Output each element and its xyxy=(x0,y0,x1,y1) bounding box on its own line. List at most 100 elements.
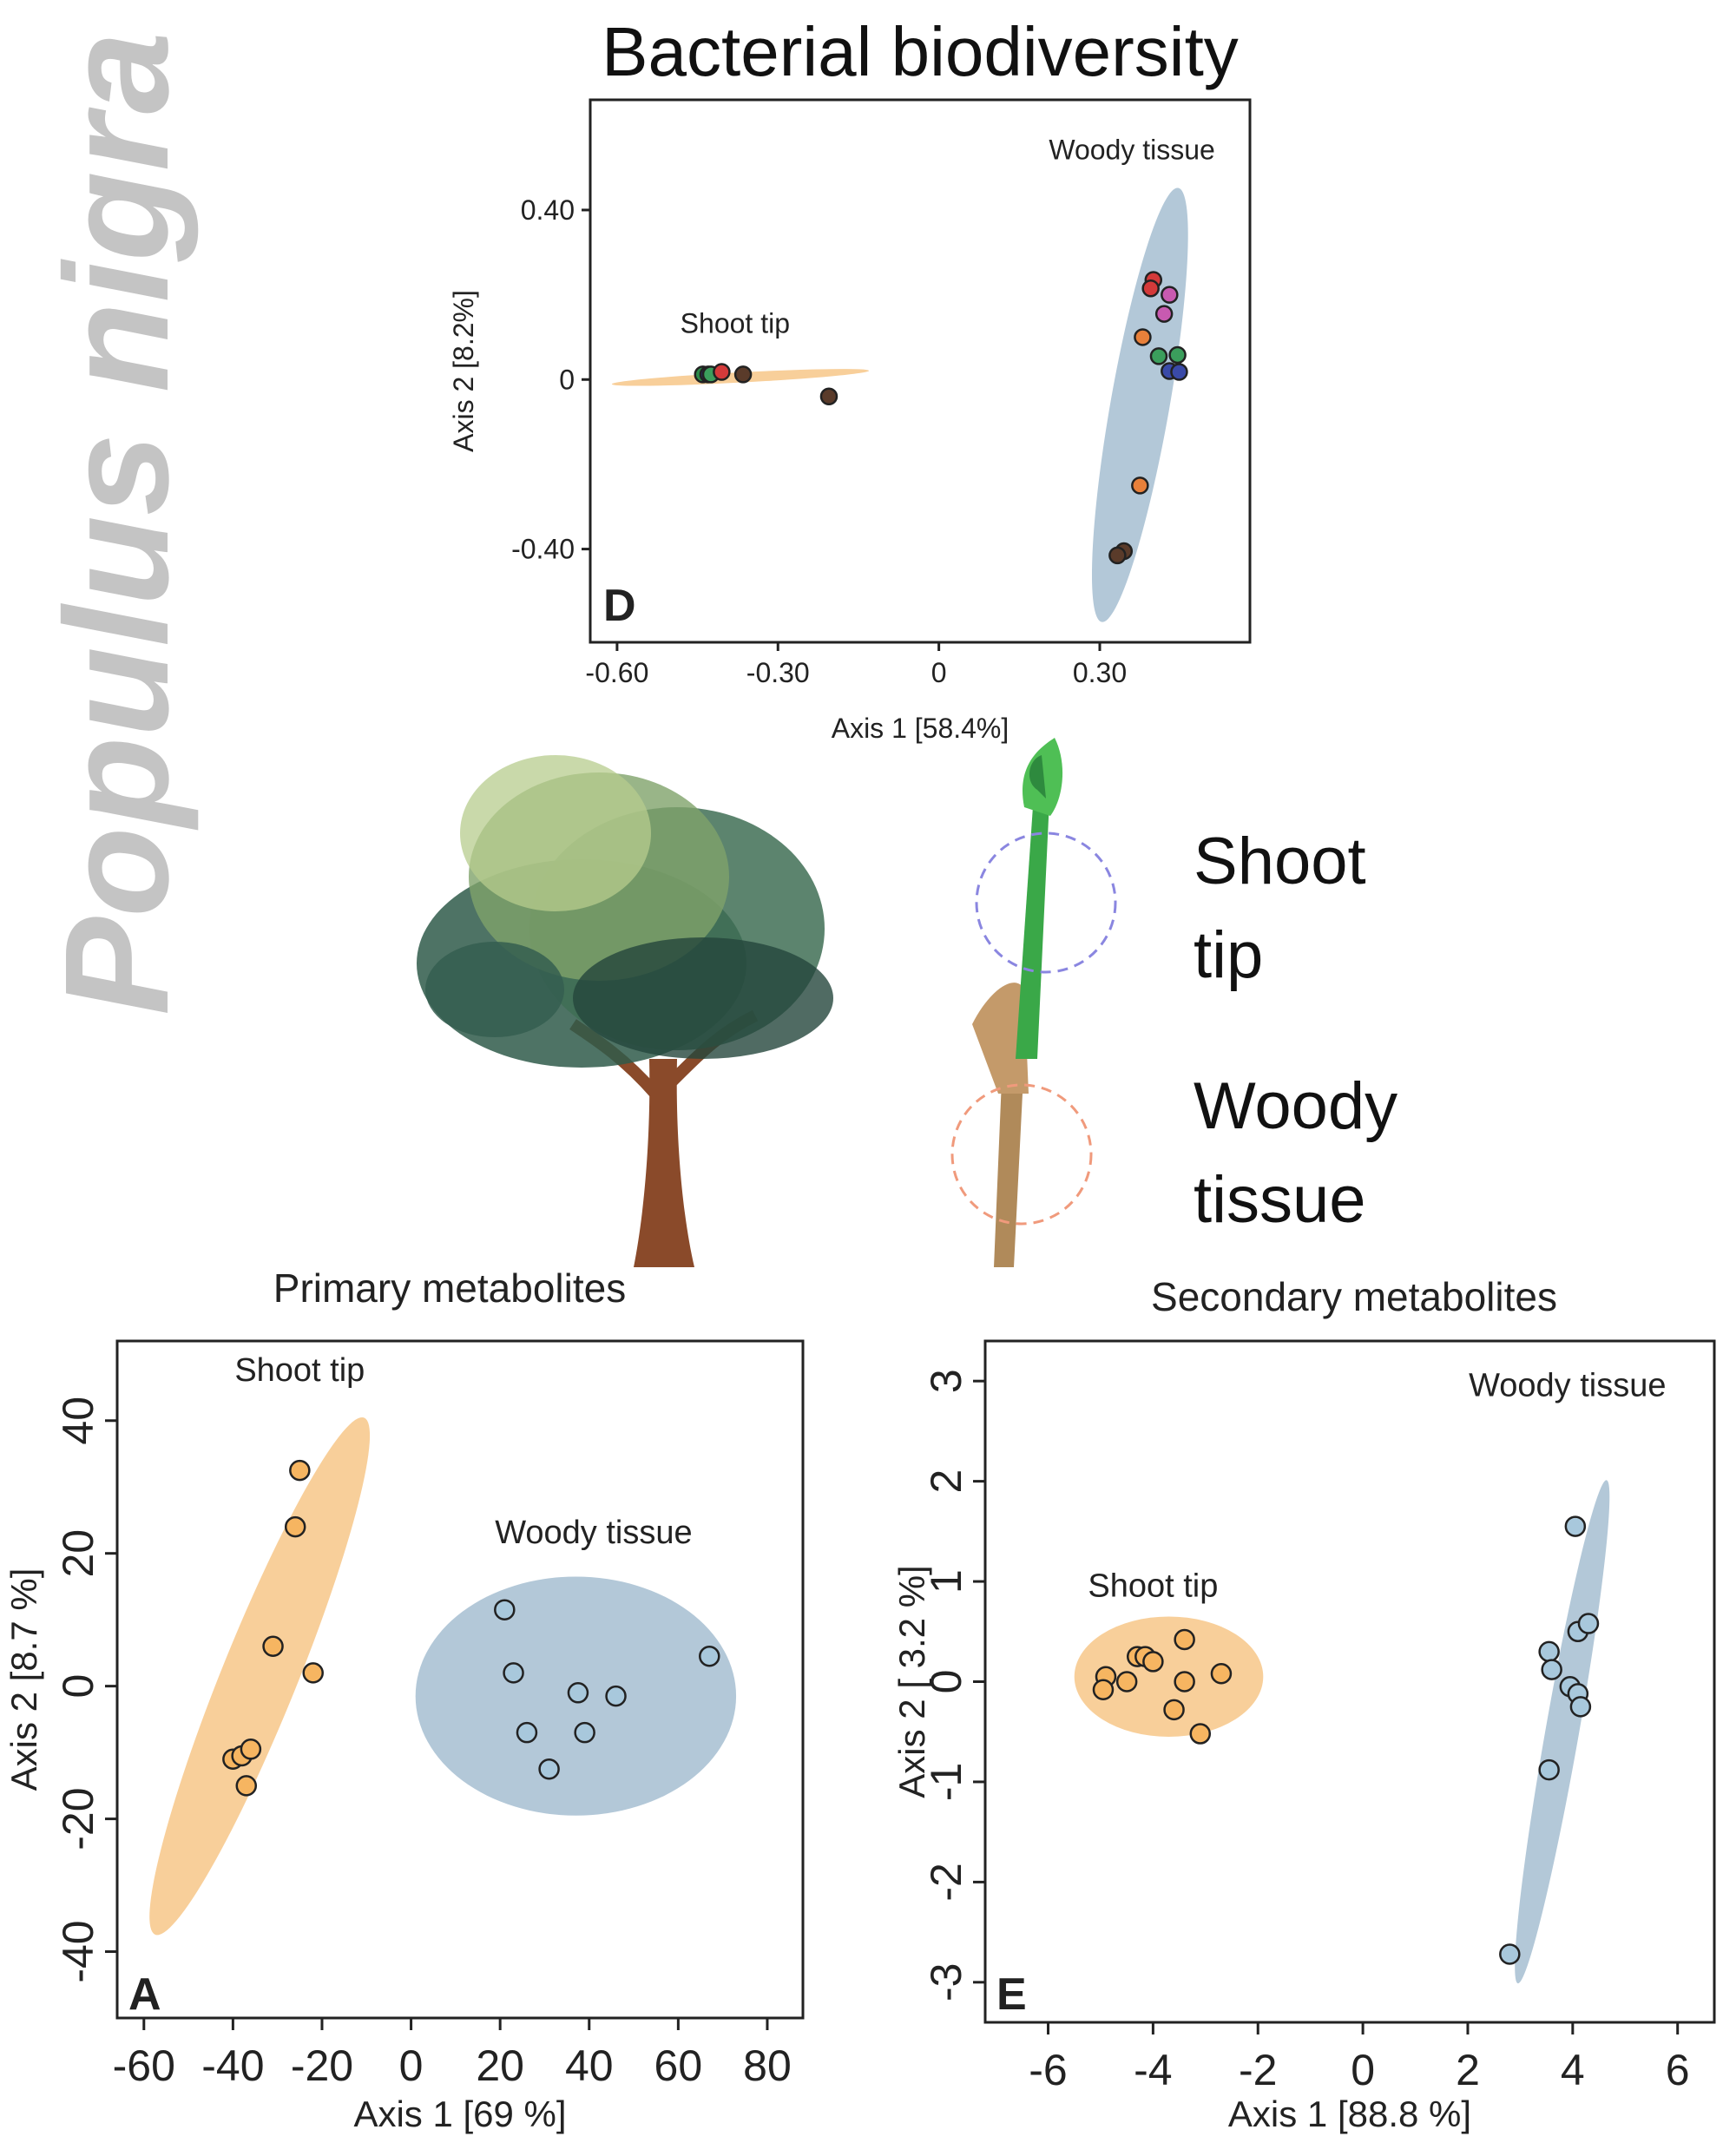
group-label: Shoot tip xyxy=(681,308,790,339)
woody-label-line-1: Woody xyxy=(1194,1069,1397,1143)
y-tick-label: 20 xyxy=(54,1529,102,1578)
x-tick-label: -60 xyxy=(113,2041,175,2090)
data-point xyxy=(1174,1671,1195,1693)
x-tick-label: 80 xyxy=(743,2041,792,2090)
data-point xyxy=(1163,1699,1185,1721)
panel-letter: E xyxy=(996,1969,1027,2020)
data-point xyxy=(1170,363,1188,381)
y-tick-label: -2 xyxy=(922,1863,970,1901)
plot-frame xyxy=(589,98,1252,644)
chart-title: Primary metabolites xyxy=(273,1265,626,1311)
data-point xyxy=(1538,1640,1560,1663)
group-ellipse xyxy=(149,1417,371,1936)
data-point xyxy=(1154,305,1174,323)
group-label: Shoot tip xyxy=(1088,1568,1218,1604)
y-axis-label: Axis 2 [8.7 %] xyxy=(3,1568,44,1791)
data-point xyxy=(1142,1651,1164,1673)
data-point xyxy=(503,1662,524,1684)
data-point xyxy=(1564,1515,1587,1537)
y-tick-label: -40 xyxy=(54,1920,102,1982)
data-point xyxy=(733,365,753,384)
data-point xyxy=(1569,1696,1592,1718)
data-point xyxy=(240,1739,262,1760)
data-point xyxy=(567,1682,589,1704)
data-point xyxy=(819,387,838,406)
data-point xyxy=(1210,1663,1233,1685)
chart-title: Secondary metabolites xyxy=(1151,1274,1557,1319)
x-tick-label: 40 xyxy=(565,2041,614,2090)
x-tick-label: 0 xyxy=(1351,2046,1375,2094)
woody-label-line-2: tissue xyxy=(1194,1163,1366,1237)
data-point xyxy=(1134,328,1152,346)
x-tick-label: 2 xyxy=(1456,2046,1480,2094)
x-tick-label: 0 xyxy=(931,657,947,688)
group-ellipse xyxy=(1515,1480,1610,1984)
group-label: Woody tissue xyxy=(495,1515,692,1551)
x-tick-label: 4 xyxy=(1561,2046,1585,2094)
group-label: Woody tissue xyxy=(1469,1367,1666,1403)
x-tick-label: 0 xyxy=(399,2041,424,2090)
data-point xyxy=(1092,1679,1115,1700)
plot-frame xyxy=(115,1339,805,2020)
y-tick-label: 40 xyxy=(54,1397,102,1445)
data-point xyxy=(1541,1659,1562,1680)
group-ellipse xyxy=(1074,1616,1264,1737)
x-tick-label: -0.60 xyxy=(585,657,648,688)
data-point xyxy=(1189,1723,1212,1745)
y-axis-label: Axis 2 [ 3.2 %] xyxy=(891,1565,932,1798)
data-point xyxy=(605,1685,627,1707)
y-tick-label: 0 xyxy=(54,1674,102,1699)
data-point xyxy=(289,1459,311,1482)
woody-tissue-circle xyxy=(950,1083,1093,1226)
panel-letter: A xyxy=(128,1969,161,2020)
x-tick-label: -2 xyxy=(1239,2046,1277,2094)
data-point xyxy=(302,1662,324,1684)
x-tick-label: -40 xyxy=(201,2041,264,2090)
x-axis-label: Axis 1 [58.4%] xyxy=(832,713,1009,744)
data-point xyxy=(262,1635,284,1658)
x-tick-label: 60 xyxy=(654,2041,703,2090)
data-point xyxy=(713,363,731,381)
data-point xyxy=(699,1645,720,1667)
shoot-tip-label-line-2: tip xyxy=(1194,918,1263,992)
x-axis-label: Axis 1 [88.8 %] xyxy=(1228,2094,1471,2134)
data-point xyxy=(1131,477,1149,495)
data-point xyxy=(1577,1613,1600,1634)
data-point xyxy=(284,1515,306,1538)
y-tick-label: 0 xyxy=(922,1670,970,1694)
y-tick-label: 3 xyxy=(922,1369,970,1393)
data-point xyxy=(1174,1628,1195,1651)
y-tick-label: -20 xyxy=(54,1787,102,1850)
data-point xyxy=(1115,1671,1138,1693)
data-point xyxy=(1499,1943,1521,1965)
page-title: Bacterial biodiversity xyxy=(602,13,1239,90)
data-point xyxy=(1141,279,1160,298)
y-tick-label: -3 xyxy=(922,1963,970,2002)
y-tick-label: 1 xyxy=(922,1569,970,1594)
x-tick-label: -20 xyxy=(291,2041,353,2090)
y-axis-label: Axis 2 [8.2%] xyxy=(448,290,479,452)
y-tick-label: -1 xyxy=(922,1763,970,1801)
x-tick-label: -4 xyxy=(1134,2046,1172,2094)
data-point xyxy=(235,1775,258,1797)
data-point xyxy=(1149,347,1168,365)
species-label: Populus nigra xyxy=(35,31,200,1016)
data-point xyxy=(1161,286,1179,304)
x-tick-label: 0.30 xyxy=(1073,657,1127,688)
data-point xyxy=(1538,1758,1560,1781)
y-tick-label: 0.40 xyxy=(521,194,575,226)
shoot-tip-circle xyxy=(975,832,1117,974)
data-point xyxy=(1168,345,1187,365)
data-point xyxy=(574,1721,595,1744)
group-label: Woody tissue xyxy=(1049,134,1215,165)
data-point xyxy=(516,1721,538,1744)
group-label: Shoot tip xyxy=(234,1352,365,1389)
x-tick-label: -6 xyxy=(1029,2046,1067,2094)
x-tick-label: 6 xyxy=(1666,2046,1690,2094)
x-tick-label: 20 xyxy=(476,2041,524,2090)
group-ellipse xyxy=(1091,187,1188,622)
tree-icon xyxy=(417,755,833,1267)
